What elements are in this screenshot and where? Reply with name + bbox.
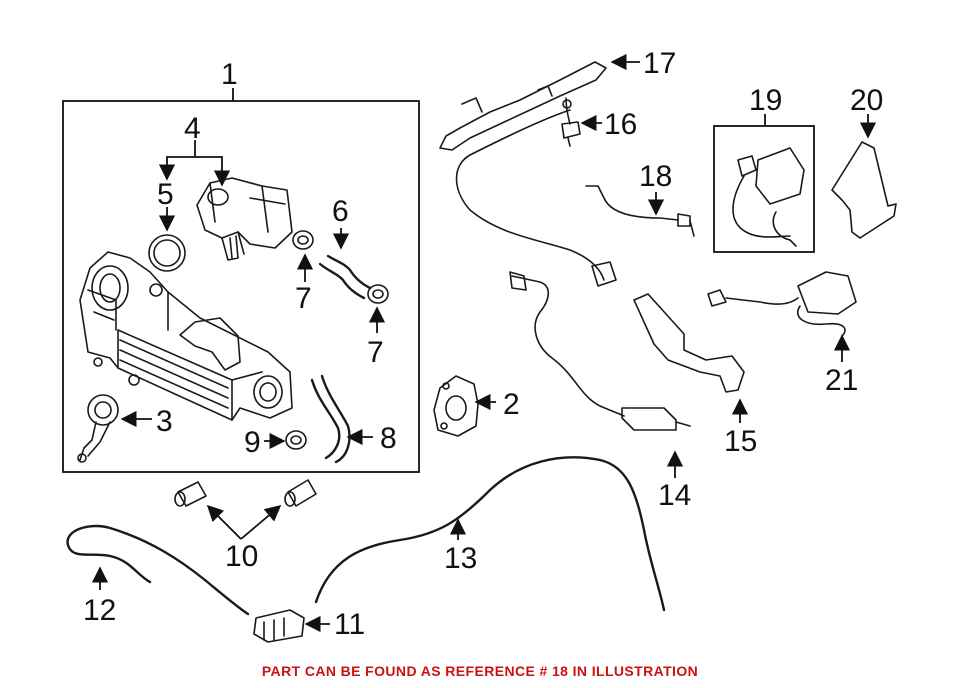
part-sensor-bracket [633,293,745,393]
part-vacuum-actuator [77,394,119,463]
part-egr-cooler [79,251,293,421]
callout-8: 8 [380,422,397,455]
callout-2: 2 [503,388,520,421]
part-coolant-hose-long [310,374,351,464]
callout-15: 15 [724,425,757,458]
part-hose-clamp [292,230,314,250]
callout-14: 14 [658,479,691,512]
callout-5: 5 [157,178,174,211]
callout-7: 7 [367,336,384,369]
callout-16: 16 [604,108,637,141]
callout-11: 11 [334,608,365,641]
part-gasket-plate [433,375,479,437]
callout-19: 19 [749,84,782,117]
part-egr-valve [196,177,293,261]
part-nox-sensor [509,271,691,431]
callout-12: 12 [83,594,116,627]
reference-note: PART CAN BE FOUND AS REFERENCE # 18 IN I… [261,663,699,679]
callout-6: 6 [332,195,349,228]
part-gasket-ring [148,234,186,272]
callout-1: 1 [221,58,238,91]
part-vacuum-hose-small [66,524,250,616]
sensor-module-frame [713,125,815,253]
part-nox-control-module [732,147,805,247]
part-exhaust-temp-sensor [585,185,695,237]
callout-21: 21 [825,364,858,397]
part-oxygen-sensor [707,271,857,337]
part-coolant-hose-short [318,254,372,300]
callout-18: 18 [639,160,672,193]
part-vacuum-hose-long [314,456,666,612]
part-hose-clamp [285,430,307,450]
callout-20: 20 [850,84,883,117]
part-temperature-sensor [561,97,581,147]
part-harness-bracket [439,61,607,151]
part-hose-connector [284,479,317,507]
callout-10: 10 [225,540,258,573]
assembly-frame [62,100,420,473]
part-hose-clamp [367,284,389,304]
part-sensor-harness [455,109,617,287]
callout-3: 3 [156,405,173,438]
callout-13: 13 [444,542,477,575]
part-hose-connector [174,481,207,507]
callout-9: 9 [244,426,261,459]
part-mounting-bracket [831,141,897,239]
part-hose-junction [253,609,305,643]
callout-7: 7 [295,282,312,315]
callout-4: 4 [184,112,201,145]
callout-17: 17 [643,47,676,80]
